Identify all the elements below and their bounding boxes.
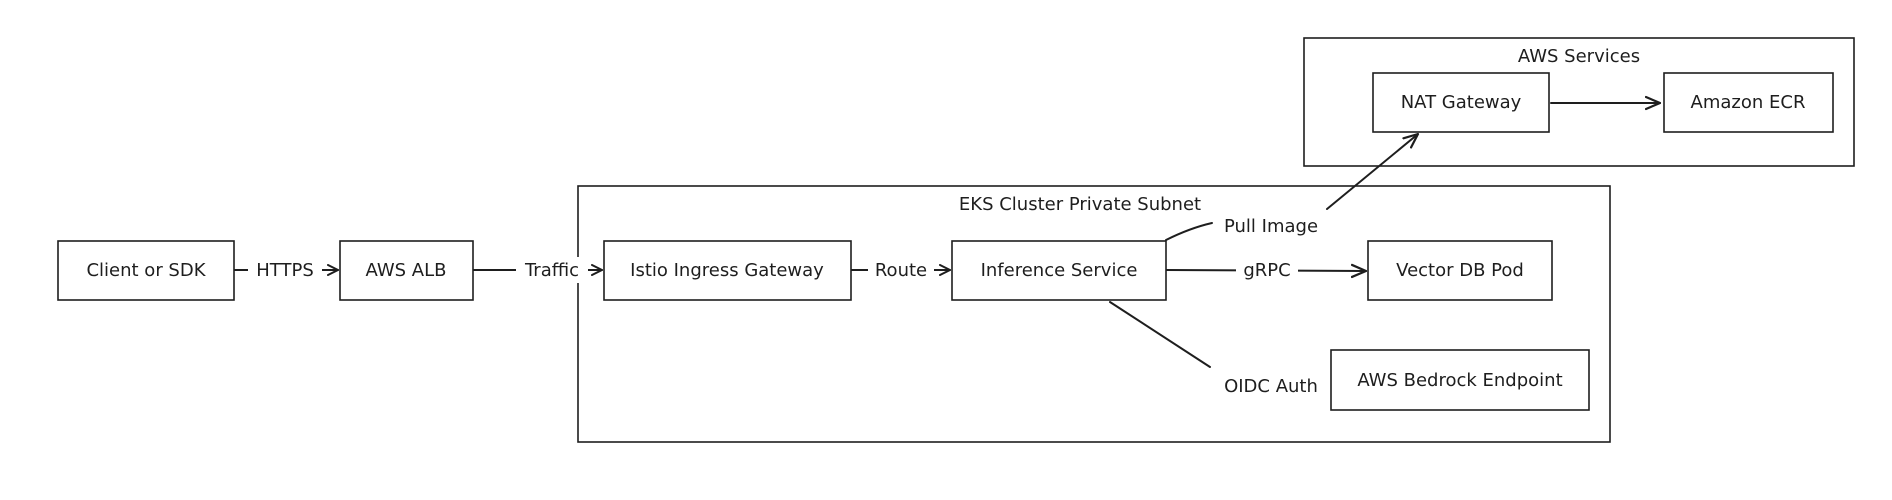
- group-eks-cluster: EKS Cluster Private Subnet: [577, 185, 1611, 443]
- edge-oidc: OIDC Auth: [1109, 301, 1318, 397]
- group-aws-services-title: AWS Services: [1518, 46, 1640, 67]
- edge-route-label-bg: [868, 257, 934, 283]
- node-client-box[interactable]: [57, 240, 235, 301]
- edge-https: HTTPS: [233, 257, 339, 283]
- node-nat-label: NAT Gateway: [1401, 92, 1522, 113]
- node-inference-box[interactable]: [951, 240, 1167, 301]
- node-inference[interactable]: Inference Service: [951, 240, 1167, 301]
- edge-traffic: Traffic: [472, 257, 603, 283]
- edge-grpc-label-bg: [1236, 257, 1298, 283]
- node-alb[interactable]: AWS ALB: [339, 240, 474, 301]
- node-ecr-label: Amazon ECR: [1691, 92, 1806, 113]
- edge-grpc-label: gRPC: [1243, 260, 1290, 281]
- edge-traffic-label: Traffic: [524, 260, 579, 281]
- edge-pull-image-line-a: [1165, 222, 1213, 241]
- edge-pull-image-line-b: [1326, 134, 1418, 210]
- node-alb-box[interactable]: [339, 240, 474, 301]
- node-istio[interactable]: Istio Ingress Gateway: [603, 240, 852, 301]
- node-alb-label: AWS ALB: [366, 260, 447, 281]
- edge-oidc-label: OIDC Auth: [1224, 376, 1318, 397]
- node-client-label: Client or SDK: [86, 260, 206, 281]
- node-bedrock-box[interactable]: [1330, 349, 1590, 411]
- node-ecr-box[interactable]: [1663, 72, 1834, 133]
- node-istio-box[interactable]: [603, 240, 852, 301]
- node-ecr[interactable]: Amazon ECR: [1663, 72, 1834, 133]
- node-vectordb-box[interactable]: [1367, 240, 1553, 301]
- group-eks-cluster-border: [577, 185, 1611, 443]
- node-bedrock-label: AWS Bedrock Endpoint: [1357, 370, 1562, 391]
- group-eks-cluster-title: EKS Cluster Private Subnet: [959, 194, 1201, 215]
- node-nat-box[interactable]: [1372, 72, 1550, 133]
- edge-grpc: gRPC: [1165, 257, 1366, 283]
- group-aws-services: AWS Services: [1303, 37, 1855, 167]
- node-istio-label: Istio Ingress Gateway: [630, 260, 824, 281]
- edge-pull-image: Pull Image: [1165, 134, 1418, 241]
- edge-oidc-line: [1109, 301, 1211, 368]
- node-vectordb[interactable]: Vector DB Pod: [1367, 240, 1553, 301]
- node-vectordb-label: Vector DB Pod: [1396, 260, 1524, 281]
- edge-https-label: HTTPS: [256, 260, 314, 281]
- edge-pull-image-label: Pull Image: [1224, 216, 1318, 237]
- edge-route-label: Route: [875, 260, 927, 281]
- group-aws-services-border: [1303, 37, 1855, 167]
- node-inference-label: Inference Service: [981, 260, 1138, 281]
- node-bedrock[interactable]: AWS Bedrock Endpoint: [1330, 349, 1590, 411]
- node-nat[interactable]: NAT Gateway: [1372, 72, 1550, 133]
- node-client[interactable]: Client or SDK: [57, 240, 235, 301]
- edge-traffic-label-bg: [516, 257, 588, 283]
- edge-route: Route: [850, 257, 951, 283]
- edge-https-label-bg: [248, 257, 322, 283]
